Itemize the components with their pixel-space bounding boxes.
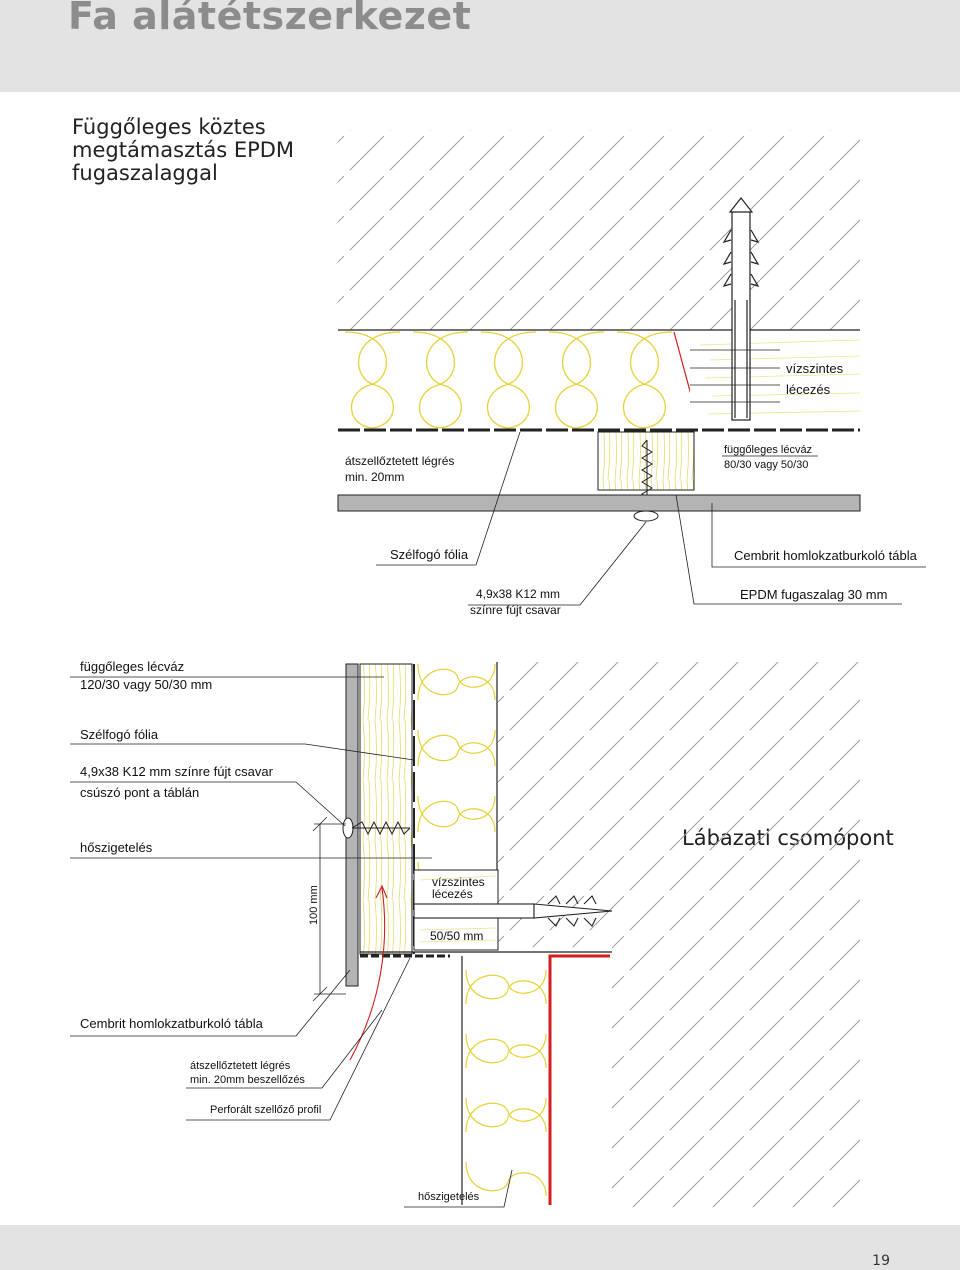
lower-insulation-bottom-leader	[404, 1169, 513, 1208]
lower-screw-leader	[70, 781, 346, 827]
upper-wind-foil-leader	[376, 431, 521, 566]
lower-airflow-arrow	[349, 884, 388, 1061]
upper-label-screw-2: színre fújt csavar	[470, 603, 561, 617]
upper-cladding-board	[337, 494, 861, 512]
upper-label-vertical-batten-1: függőleges lécváz	[724, 444, 812, 456]
page-number: 19	[872, 1253, 890, 1269]
lower-label-dimension-100: 100 mm	[308, 885, 320, 925]
upper-label-cladding-board: Cembrit homlokzatburkoló tábla	[734, 548, 918, 563]
upper-label-horizontal-battens-2: lécezés	[786, 382, 831, 397]
lower-dowel-anchor	[413, 895, 613, 927]
lower-label-ventilated-gap-2: min. 20mm beszellőzés	[190, 1074, 305, 1086]
lower-cladding-leader	[70, 969, 351, 1037]
lower-label-perforated-profile: Perforált szellőző profil	[210, 1104, 321, 1116]
upper-label-ventilated-gap-2: min. 20mm	[345, 470, 404, 484]
upper-label-epdm-tape: EPDM fugaszalag 30 mm	[740, 587, 887, 602]
lower-ventilated-gap-leader	[186, 1009, 383, 1089]
lower-wall-hatch-lower	[612, 947, 860, 1207]
upper-horizontal-batten	[690, 331, 860, 428]
lower-vertical-batten	[359, 663, 413, 955]
lower-horizontal-batten-grain	[419, 875, 497, 943]
lower-plinth-insulation	[464, 960, 548, 1206]
upper-batten-leaders	[690, 349, 780, 403]
upper-label-vertical-batten-2: 80/30 vagy 50/30	[724, 459, 808, 471]
footer-band	[0, 1225, 960, 1270]
upper-label-horizontal-battens-1: vízszintes	[786, 361, 844, 376]
header-band	[0, 0, 960, 92]
lower-label-wind-foil: Szélfogó fólia	[80, 727, 159, 742]
upper-label-ventilated-gap-1: átszellőztetett légrés	[345, 454, 454, 468]
upper-section-title: Függőleges köztes megtámasztás EPDM fuga…	[72, 115, 295, 185]
upper-label-screw-1: 4,9x38 K12 mm	[476, 587, 560, 601]
upper-screw-leader	[468, 521, 647, 606]
page-title: Fa alátétszerkezet	[68, 0, 472, 38]
upper-detail: vízszintes lécezés átszellőztetett légré…	[337, 130, 926, 617]
upper-label-wind-foil: Szélfogó fólia	[390, 547, 469, 562]
lower-label-vertical-batten-1: függőleges lécváz	[80, 659, 184, 674]
upper-insulation-loops	[344, 331, 673, 429]
upper-screw	[633, 439, 659, 522]
lower-wind-foil-leader	[70, 743, 415, 761]
upper-epdm-leader	[675, 494, 902, 605]
lower-wall-hatch	[498, 662, 860, 947]
lower-insulation-upper	[417, 663, 496, 897]
lower-label-insulation-left: hőszigetelés	[80, 840, 153, 855]
lower-screw	[342, 817, 411, 839]
lower-red-profile	[548, 954, 610, 1205]
lower-insulation-bottom	[465, 969, 547, 1197]
lower-label-screw-1: 4,9x38 K12 mm színre fújt csavar	[80, 764, 274, 779]
lower-label-screw-2: csúszó pont a táblán	[80, 785, 199, 800]
upper-insulation	[338, 331, 678, 428]
lower-label-horizontal-battens-2: lécezés	[432, 887, 473, 901]
lower-label-horizontal-battens-1: vízszintes	[432, 875, 485, 889]
lower-label-vertical-batten-2: 120/30 vagy 50/30 mm	[80, 677, 212, 692]
upper-dowel-anchor	[722, 197, 760, 421]
lower-detail: 100 mm függőleges lécváz 120/30 vagy 50/…	[70, 659, 860, 1208]
lower-label-insulation-bottom: hőszigetelés	[418, 1191, 480, 1203]
upper-wall-hatch	[338, 130, 860, 330]
lower-label-cladding-board: Cembrit homlokzatburkoló tábla	[80, 1016, 264, 1031]
lower-label-batten-size: 50/50 mm	[430, 929, 483, 943]
upper-cladding-leader	[711, 503, 926, 568]
lower-label-ventilated-gap-1: átszellőztetett légrés	[190, 1060, 291, 1072]
lower-perforated-profile-leader	[186, 957, 411, 1121]
